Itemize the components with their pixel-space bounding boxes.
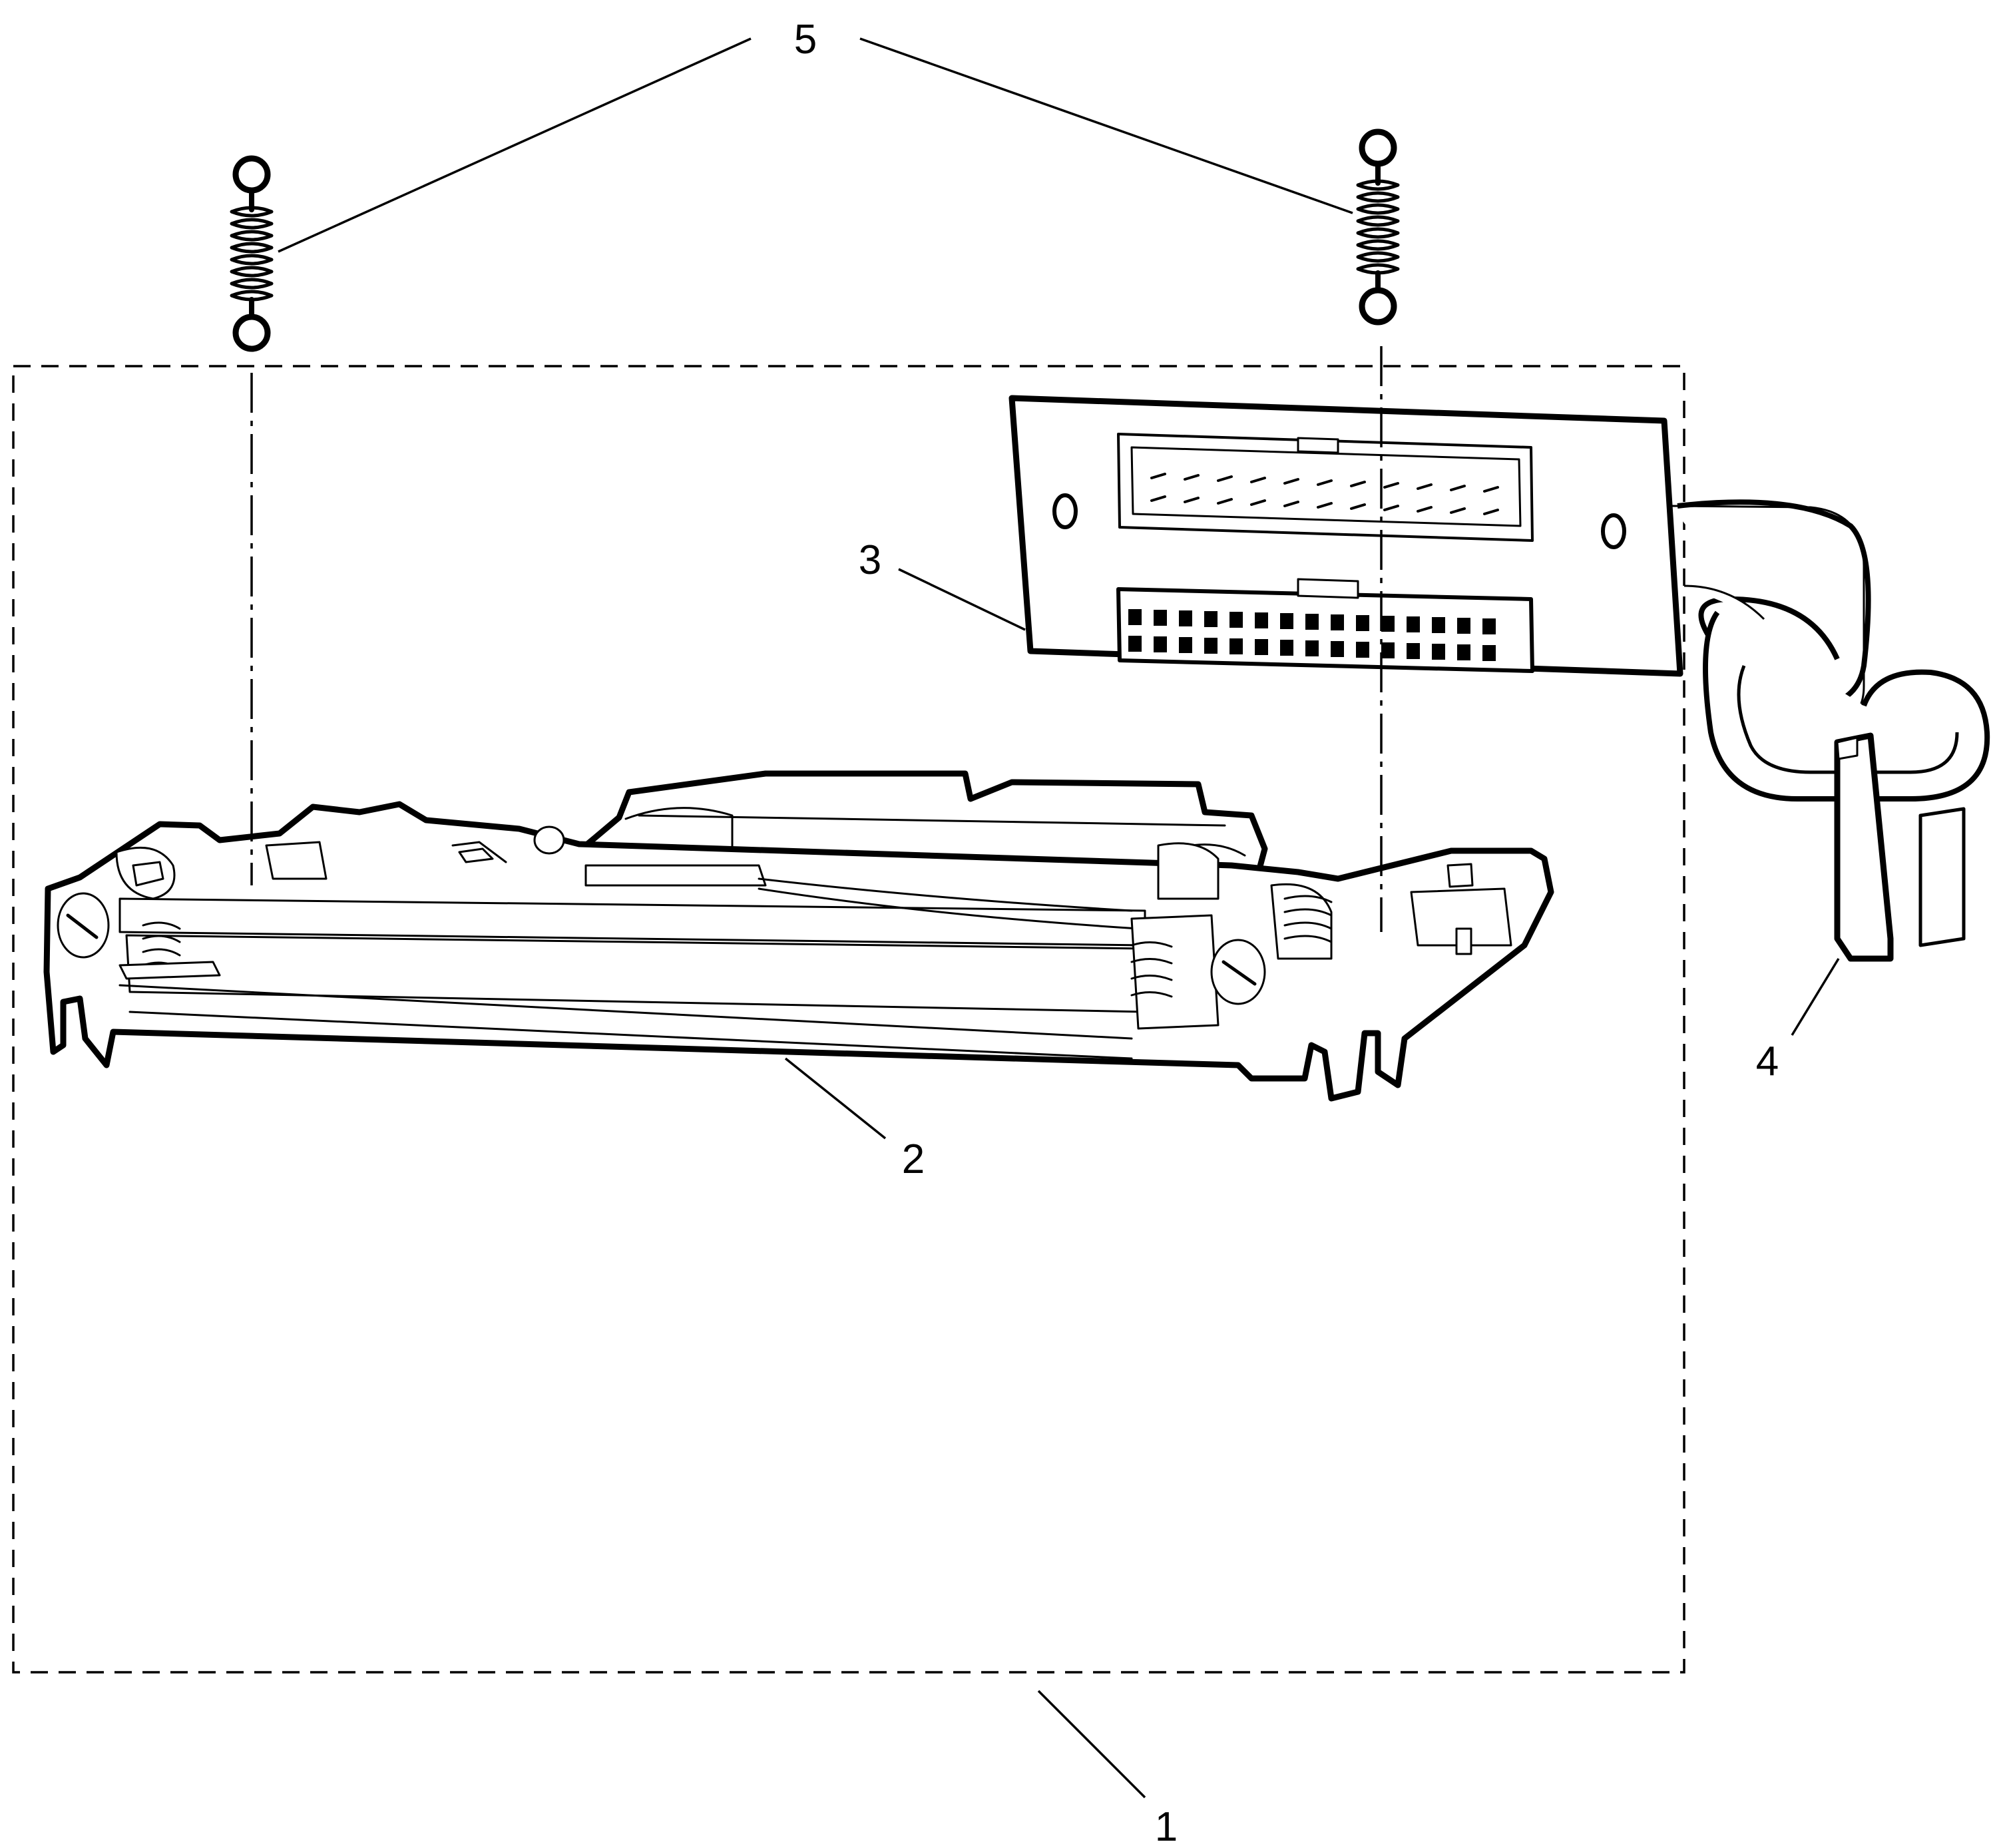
- connector-board[interactable]: [1008, 395, 1683, 677]
- spring-right[interactable]: [1356, 128, 1400, 326]
- leader-2: [784, 1057, 887, 1140]
- leader-3: [898, 568, 1026, 631]
- center-screw: [451, 825, 565, 863]
- printhead-assembly[interactable]: [43, 770, 1554, 1102]
- ribbon-cable[interactable]: [1670, 499, 1990, 962]
- callout-4: 4: [1756, 1039, 1779, 1084]
- left-hinge: [57, 841, 328, 980]
- callout-3: 3: [859, 537, 881, 583]
- callout-2: 2: [902, 1136, 925, 1182]
- callout-5: 5: [794, 17, 817, 63]
- leader-5a: [278, 37, 752, 253]
- leader-5b: [859, 37, 1353, 214]
- leader-4: [1791, 958, 1840, 1036]
- assembly-boundary: [12, 365, 1685, 1674]
- right-hinge: [1130, 842, 1512, 1030]
- callout-1: 1: [1155, 1804, 1178, 1848]
- spring-left[interactable]: [230, 155, 274, 352]
- leader-1: [1037, 1690, 1146, 1799]
